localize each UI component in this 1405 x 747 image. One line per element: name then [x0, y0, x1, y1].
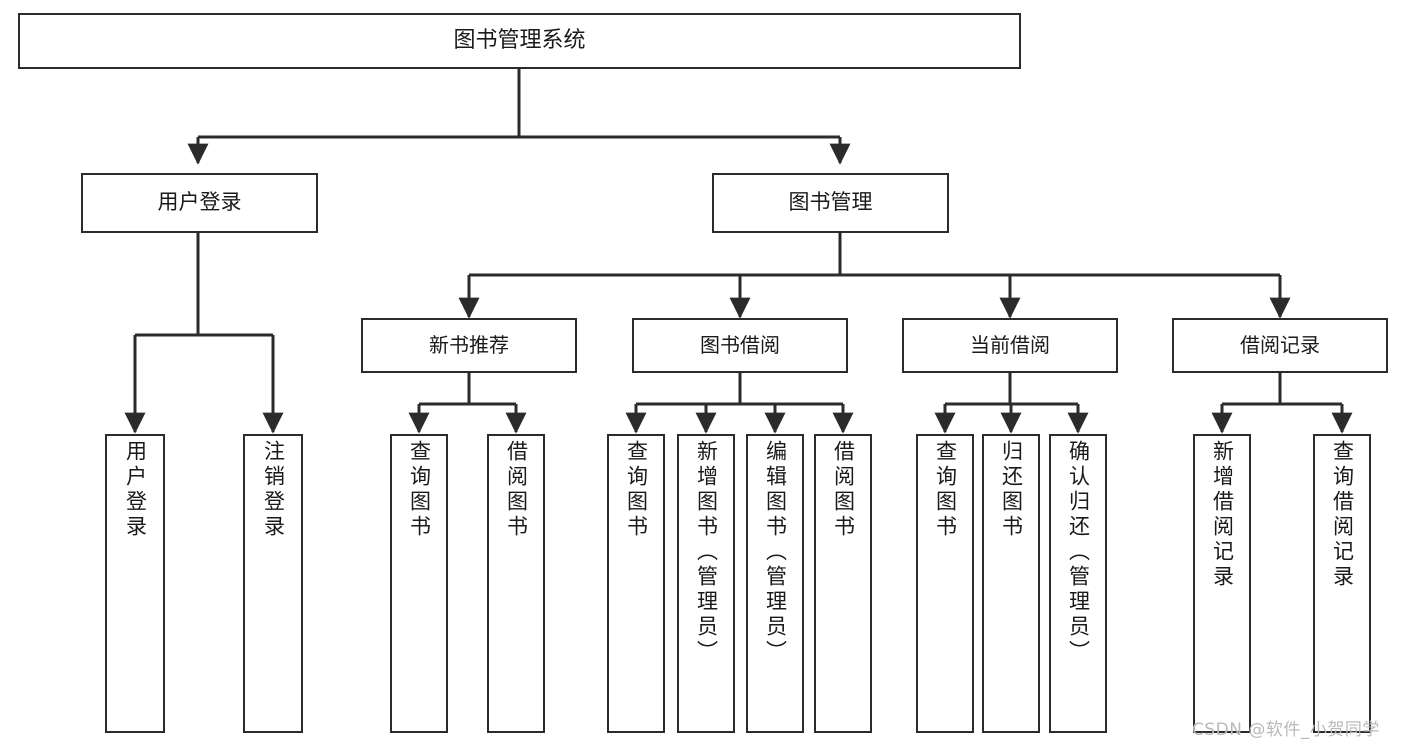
leaf-edit-book-admin[interactable]: 编辑图书（管理员）: [746, 434, 804, 733]
node-label: 新书推荐: [429, 333, 509, 358]
leaf-borrow-book[interactable]: 借阅图书: [814, 434, 872, 733]
node-user-login[interactable]: 用户登录: [81, 173, 318, 233]
leaf-query-book-current[interactable]: 查询图书: [916, 434, 974, 733]
node-book-borrow[interactable]: 图书借阅: [632, 318, 848, 373]
node-label: 图书借阅: [700, 333, 780, 358]
node-label: 图书管理: [788, 190, 873, 215]
node-label: 注销登录: [261, 440, 286, 540]
node-label: 新增借阅记录: [1210, 440, 1235, 590]
node-label: 图书管理系统: [453, 27, 586, 53]
leaf-query-book-recommend[interactable]: 查询图书: [390, 434, 448, 733]
leaf-borrow-book-recommend[interactable]: 借阅图书: [487, 434, 545, 733]
node-label: 当前借阅: [970, 333, 1050, 358]
leaf-confirm-return-admin[interactable]: 确认归还（管理员）: [1049, 434, 1107, 733]
node-root-system[interactable]: 图书管理系统: [18, 13, 1021, 69]
leaf-query-borrow-record[interactable]: 查询借阅记录: [1313, 434, 1371, 733]
node-label: 确认归还（管理员）: [1066, 440, 1091, 665]
node-label: 归还图书: [999, 440, 1024, 540]
leaf-return-book[interactable]: 归还图书: [982, 434, 1040, 733]
leaf-add-borrow-record[interactable]: 新增借阅记录: [1193, 434, 1251, 733]
node-label: 借阅记录: [1240, 333, 1320, 358]
node-label: 借阅图书: [504, 440, 529, 540]
node-label: 用户登录: [123, 440, 148, 540]
leaf-logout[interactable]: 注销登录: [243, 434, 303, 733]
node-label: 用户登录: [157, 190, 242, 215]
watermark-text: CSDN @软件_小贺同学: [1192, 720, 1380, 740]
leaf-user-login[interactable]: 用户登录: [105, 434, 165, 733]
leaf-add-book-admin[interactable]: 新增图书（管理员）: [677, 434, 735, 733]
node-label: 编辑图书（管理员）: [763, 440, 788, 665]
node-new-book-recommend[interactable]: 新书推荐: [361, 318, 577, 373]
node-label: 查询图书: [933, 440, 958, 540]
node-label: 借阅图书: [831, 440, 856, 540]
node-label: 查询借阅记录: [1330, 440, 1355, 590]
node-book-management[interactable]: 图书管理: [712, 173, 949, 233]
node-label: 新增图书（管理员）: [694, 440, 719, 665]
leaf-query-book-borrow[interactable]: 查询图书: [607, 434, 665, 733]
node-current-borrow[interactable]: 当前借阅: [902, 318, 1118, 373]
node-label: 查询图书: [624, 440, 649, 540]
node-borrow-record[interactable]: 借阅记录: [1172, 318, 1388, 373]
node-label: 查询图书: [407, 440, 432, 540]
